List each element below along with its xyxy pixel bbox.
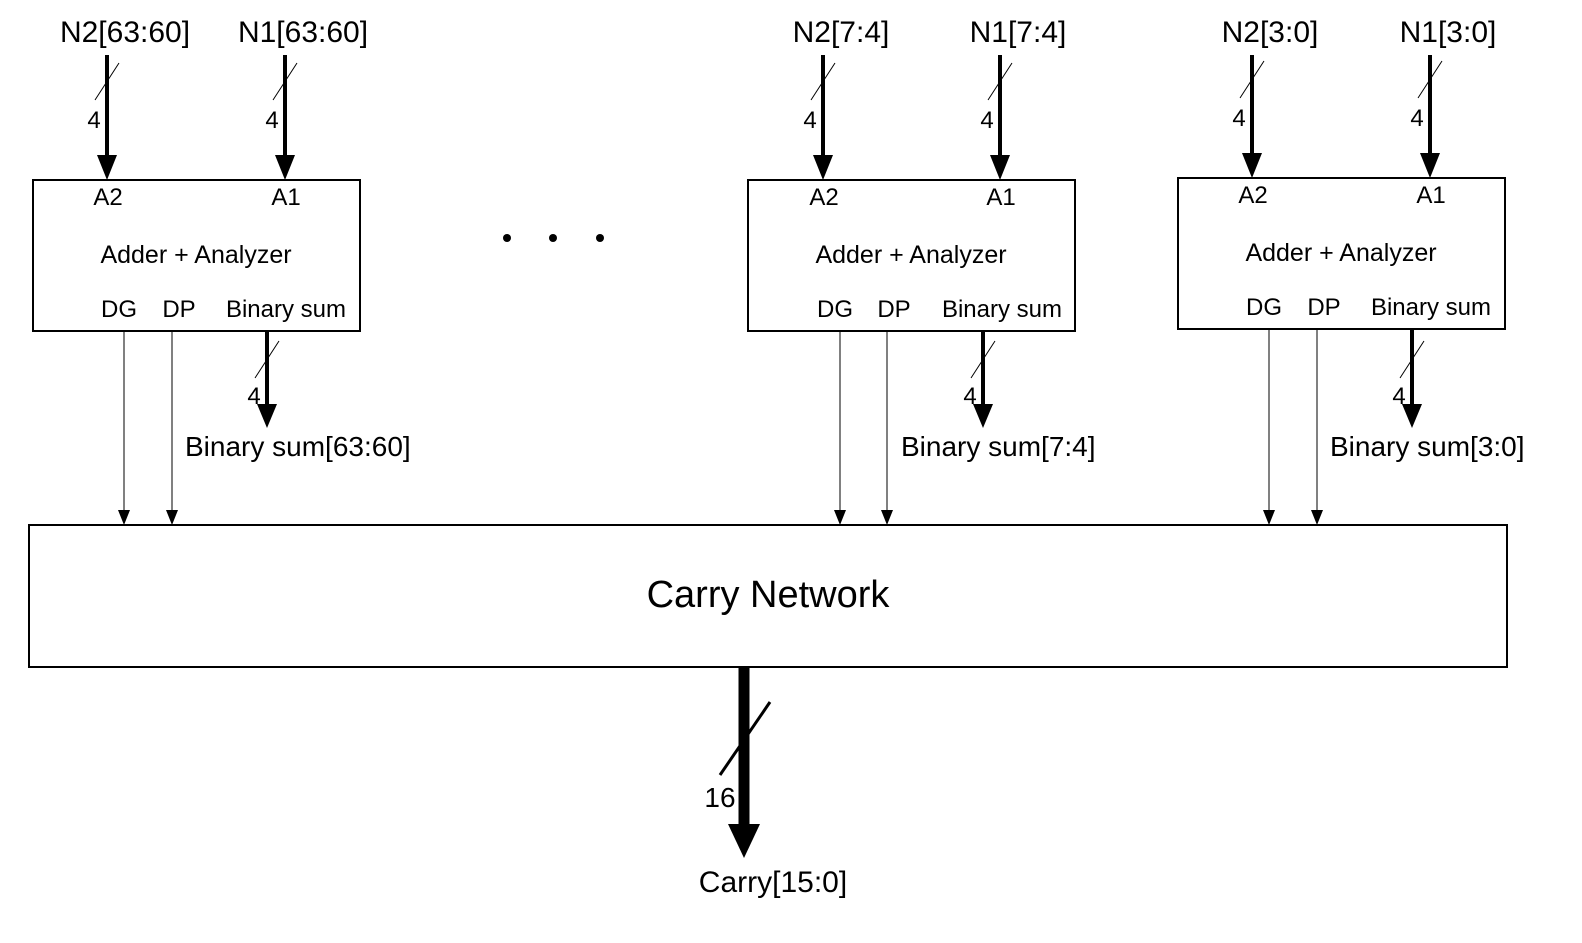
output-port-dp: DP <box>1307 294 1340 321</box>
carry-output-label: Carry[15:0] <box>699 866 847 899</box>
input-label-in2: N2[7:4] <box>793 16 890 49</box>
output-port-binary-sum: Binary sum <box>942 296 1062 323</box>
binary-sum-output-label: Binary sum[7:4] <box>901 431 1096 462</box>
carry-network-block: Carry Network <box>28 524 1508 668</box>
input-width-label: 4 <box>265 107 278 134</box>
port-label-port_a1: A1 <box>986 184 1015 211</box>
input-label-in1: N1[3:0] <box>1400 16 1497 49</box>
binary-sum-output-label: Binary sum[3:0] <box>1330 431 1525 462</box>
output-port-dp: DP <box>162 296 195 323</box>
input-label-in2: N2[3:0] <box>1222 16 1319 49</box>
output-port-dp: DP <box>877 296 910 323</box>
output-port-dg: DG <box>101 296 137 323</box>
input-width-label: 4 <box>87 107 100 134</box>
sum-width-label: 4 <box>247 383 260 410</box>
sum-width-label: 4 <box>1392 383 1405 410</box>
input-width-label: 4 <box>1232 105 1245 132</box>
block-title: Adder + Analyzer <box>815 241 1006 269</box>
binary-sum-output-label: Binary sum[63:60] <box>185 431 411 462</box>
input-width-label: 4 <box>980 107 993 134</box>
output-port-binary-sum: Binary sum <box>226 296 346 323</box>
carry-network-title: Carry Network <box>647 574 891 616</box>
output-port-binary-sum: Binary sum <box>1371 294 1491 321</box>
input-width-label: 4 <box>803 107 816 134</box>
block-title: Adder + Analyzer <box>100 241 291 269</box>
input-label-in1: N1[63:60] <box>238 16 368 49</box>
port-label-port_a2: A2 <box>93 184 122 211</box>
input-label-in1: N1[7:4] <box>970 16 1067 49</box>
ellipsis-dots <box>503 234 604 242</box>
block-title: Adder + Analyzer <box>1245 239 1436 267</box>
carry-output-bus: 16 Carry[15:0] <box>699 667 847 899</box>
output-port-dg: DG <box>1246 294 1282 321</box>
output-port-dg: DG <box>817 296 853 323</box>
input-width-label: 4 <box>1410 105 1423 132</box>
port-label-port_a2: A2 <box>1238 182 1267 209</box>
carry-bus-width: 16 <box>704 782 735 813</box>
input-label-in2: N2[63:60] <box>60 16 190 49</box>
port-label-port_a1: A1 <box>1416 182 1445 209</box>
port-label-port_a2: A2 <box>809 184 838 211</box>
sum-width-label: 4 <box>963 383 976 410</box>
port-label-port_a1: A1 <box>271 184 300 211</box>
